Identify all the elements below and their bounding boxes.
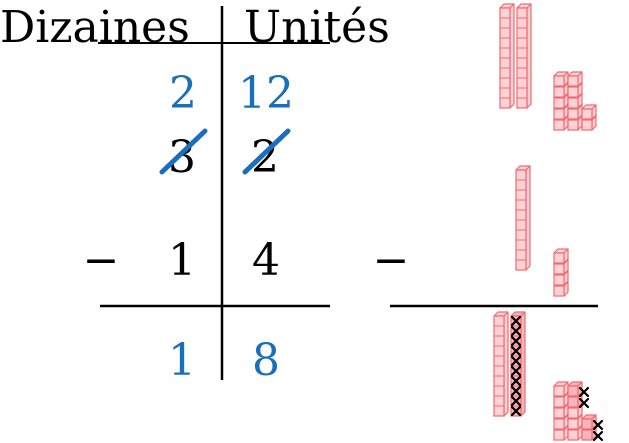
rod-cross-mark — [510, 325, 522, 337]
base-ten-blocks: − — [373, 3, 604, 442]
result-crossed-unit-cube — [581, 414, 597, 430]
rod-cross-mark — [510, 385, 522, 397]
result-unit-cross-mark — [592, 430, 604, 442]
result-units-digit: 8 — [252, 335, 280, 386]
rod-cross-mark — [510, 365, 522, 377]
borrow-tens-digit: 2 — [169, 68, 197, 119]
minuend-unit-cube — [567, 71, 583, 87]
blocks-minus-sign: − — [373, 235, 410, 286]
minus-sign: − — [83, 235, 120, 286]
minuend-units-digit: 2 — [251, 132, 279, 183]
result-tens-digit: 1 — [168, 335, 196, 386]
subtrahend-unit-cube — [553, 248, 569, 264]
result-unit-cross-mark — [578, 397, 590, 409]
minuend-unit-cube — [581, 104, 597, 120]
rod-cross-mark — [510, 355, 522, 367]
blocks-layer — [493, 3, 604, 442]
header-tens: Dizaines — [0, 2, 190, 53]
rod-cross-mark — [510, 345, 522, 357]
borrow-units-digit: 12 — [238, 68, 294, 119]
result-ten-rod — [493, 311, 509, 417]
result-crossed-ten-rod — [510, 311, 526, 417]
place-value-table: Dizaines Unités 2 12 3 2 − 1 4 1 8 — [0, 2, 390, 386]
result-unit-cross-mark — [578, 386, 590, 398]
rod-cross-mark — [510, 375, 522, 387]
rod-cross-mark — [510, 405, 522, 417]
minuend-tens-digit: 3 — [168, 132, 196, 183]
result-unit-cube — [553, 381, 569, 397]
subtrahend-ten-rod — [515, 165, 531, 271]
rod-cross-mark — [510, 335, 522, 347]
subtrahend-tens-digit: 1 — [168, 235, 196, 286]
minuend-ten-rod — [516, 3, 532, 109]
subtrahend-units-digit: 4 — [252, 235, 280, 286]
rod-cross-mark — [510, 315, 522, 327]
strike-tens — [159, 128, 208, 175]
result-unit-cross-mark — [592, 419, 604, 431]
rod-cross-mark — [510, 395, 522, 407]
strike-units — [242, 128, 291, 175]
minuend-unit-cube — [553, 71, 569, 87]
header-units: Unités — [244, 2, 390, 53]
minuend-ten-rod — [499, 3, 515, 109]
